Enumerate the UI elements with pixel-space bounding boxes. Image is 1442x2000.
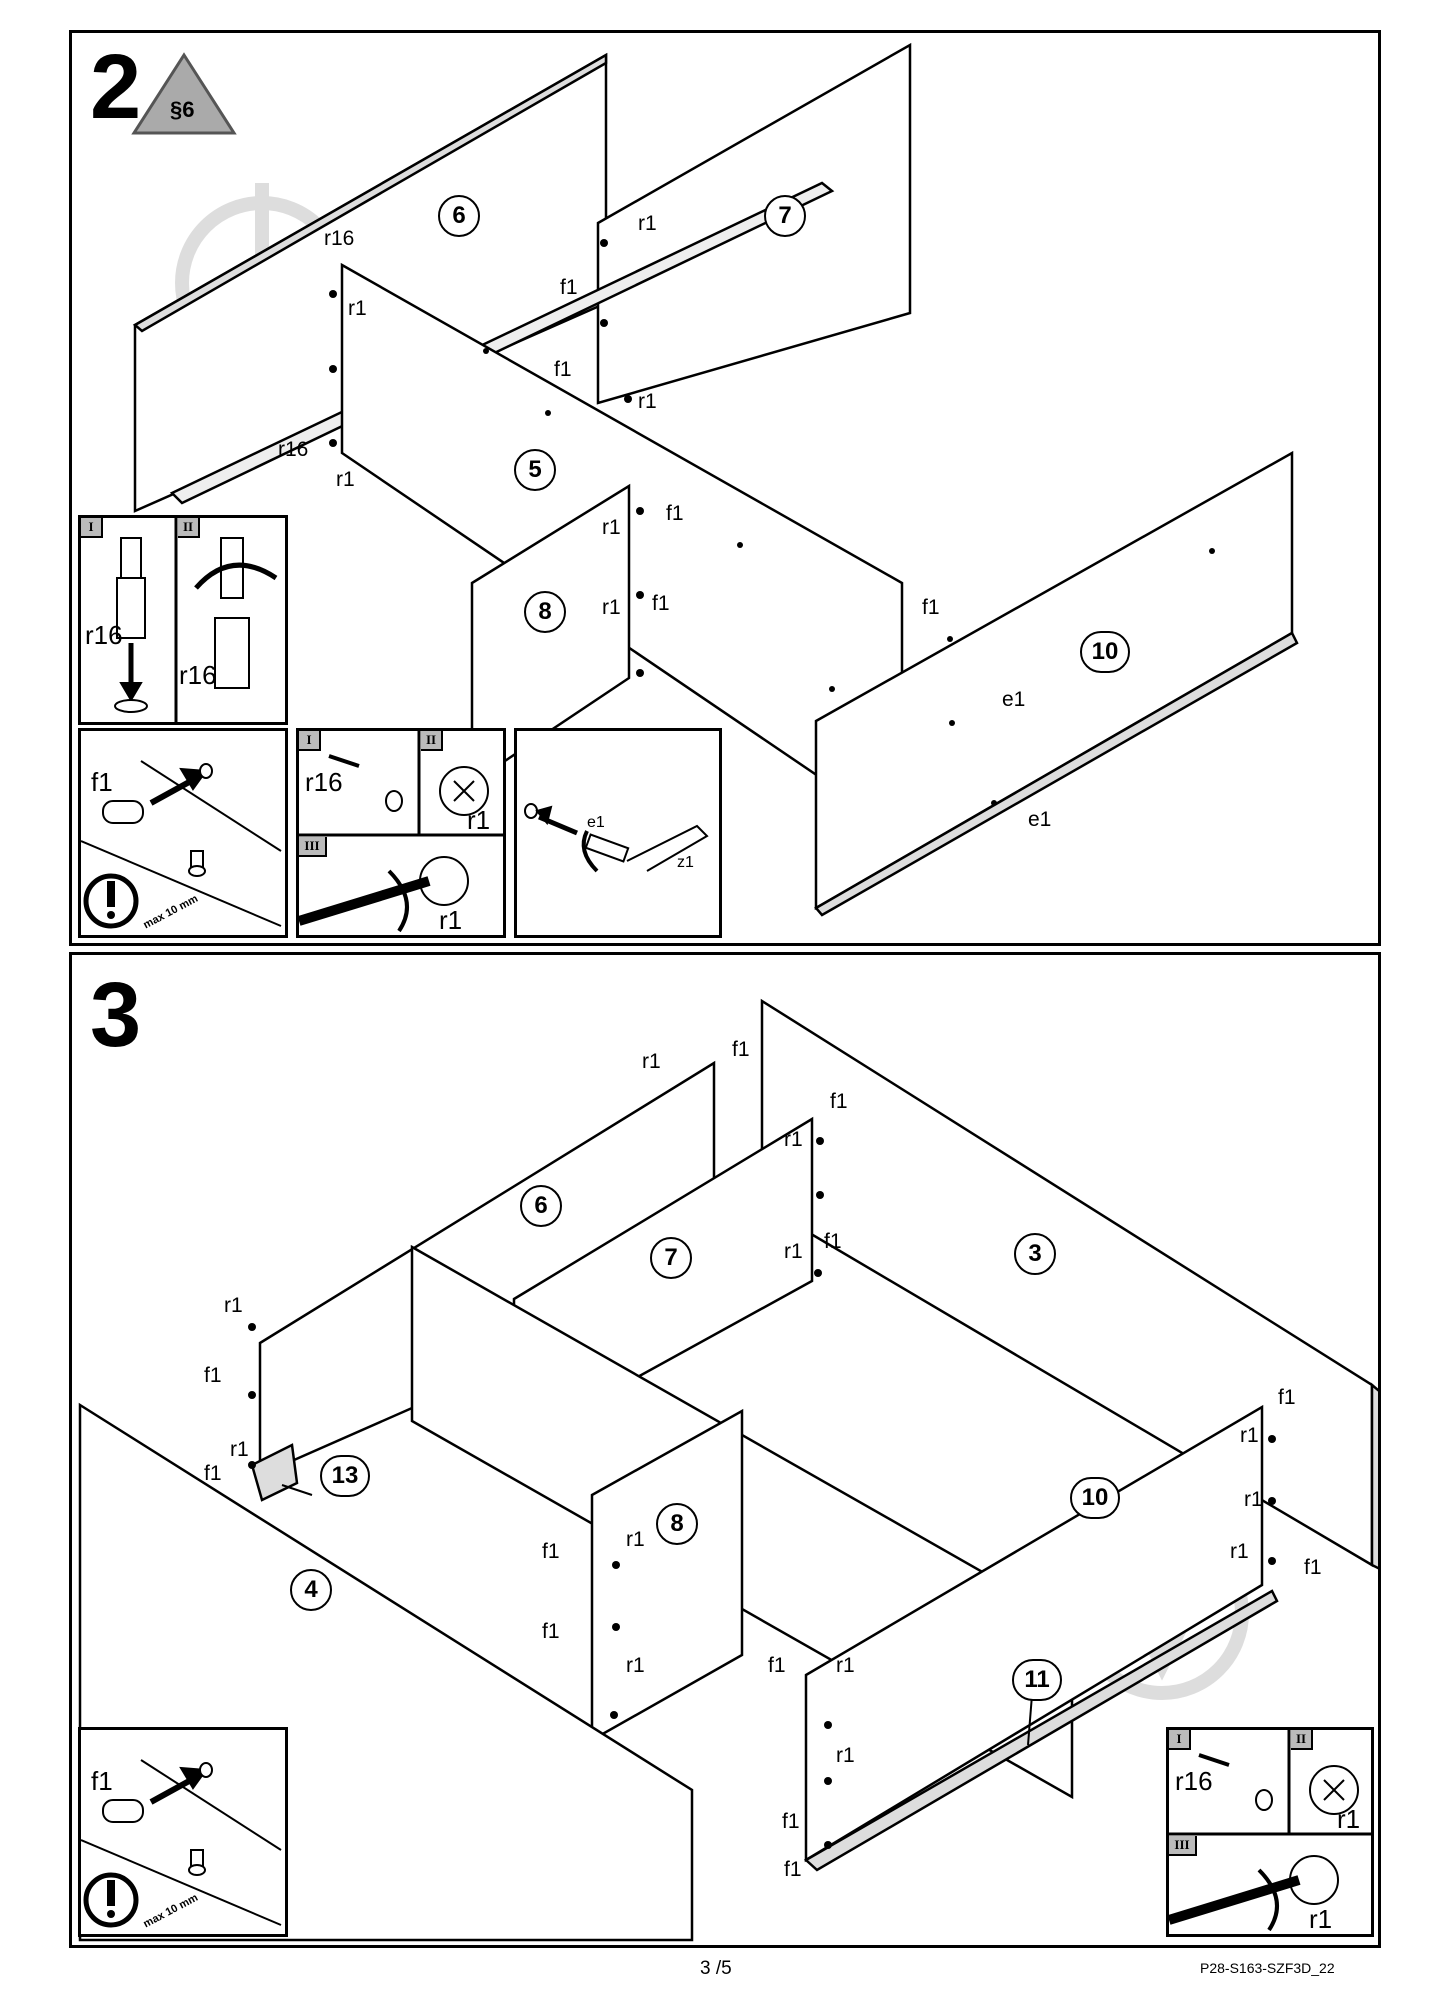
label-e1: e1 <box>587 814 605 831</box>
part-label-11: 11 <box>1012 1659 1062 1701</box>
label-r1: r1 <box>467 805 491 835</box>
step-tag: II <box>1291 1730 1313 1750</box>
part-label-7: 7 <box>764 195 806 237</box>
label-f1: f1 <box>91 1766 113 1796</box>
label-f1: f1 <box>1278 1386 1296 1409</box>
inset-f1-note: f1 max 10 mm <box>78 728 288 938</box>
label-r1: r1 <box>836 1654 855 1677</box>
part-label-8: 8 <box>656 1503 698 1545</box>
label-f1: f1 <box>560 276 578 299</box>
panel-3 <box>760 998 1374 1568</box>
step-tag: I <box>1169 1730 1191 1750</box>
label-e1: e1 <box>1002 688 1026 711</box>
label-f1: f1 <box>824 1230 842 1253</box>
label-r1: r1 <box>626 1654 645 1677</box>
part-label-6: 6 <box>438 195 480 237</box>
warning-badge-text: §6 <box>170 97 195 122</box>
label-r16: r16 <box>278 438 309 461</box>
label-r1: r1 <box>836 1744 855 1767</box>
step-tag: II <box>421 731 443 751</box>
label-r1: r1 <box>638 212 657 235</box>
label-f1: f1 <box>784 1858 802 1881</box>
label-f1: f1 <box>91 767 113 797</box>
label-r1: r1 <box>642 1050 661 1073</box>
exclamation-icon <box>83 873 139 929</box>
label-r1: r1 <box>348 297 367 320</box>
label-r1: r1 <box>784 1240 803 1263</box>
step-tag: III <box>1169 1836 1197 1856</box>
label-r16: r16 <box>305 767 343 797</box>
warning-triangle-icon <box>131 52 237 135</box>
label-r1: r1 <box>784 1128 803 1151</box>
part-label-13: 13 <box>320 1455 370 1497</box>
step-tag: I <box>299 731 321 751</box>
step-tag: II <box>178 518 200 538</box>
part-label-4: 4 <box>290 1569 332 1611</box>
step-3-panel: 3 6 7 3 8 10 4 13 11 r1 f1 f1 r1 r1 f1 r… <box>69 952 1381 1948</box>
page-number: 3 /5 <box>700 1958 732 1979</box>
step-2-panel: 2 §6 6 7 5 8 10 r16 r16 r1 r1 r1 r1 r1 r… <box>69 30 1381 946</box>
panel-8 <box>470 483 631 786</box>
label-f1: f1 <box>204 1364 222 1387</box>
label-f1: f1 <box>204 1462 222 1485</box>
label-f1: f1 <box>1304 1556 1322 1579</box>
label-f1: f1 <box>542 1540 560 1563</box>
part-label-3: 3 <box>1014 1233 1056 1275</box>
inset-r1-fit: I II III r16 r1 r1 <box>296 728 506 938</box>
step-2-drawing <box>131 42 1299 917</box>
label-r1: r1 <box>638 390 657 413</box>
label-r16: r16 <box>324 227 355 250</box>
label-r16: r16 <box>179 660 217 690</box>
label-r1: r1 <box>224 1294 243 1317</box>
part-label-10: 10 <box>1080 631 1130 673</box>
part-label-5: 5 <box>514 449 556 491</box>
inset-r16-steps: I II r16 r16 <box>78 515 288 725</box>
label-f1: f1 <box>922 596 940 619</box>
label-r1: r1 <box>1337 1804 1361 1834</box>
part-label-10: 10 <box>1070 1477 1120 1519</box>
step-number: 2 <box>90 36 142 138</box>
label-f1: f1 <box>768 1654 786 1677</box>
label-r16: r16 <box>85 620 123 650</box>
label-r1: r1 <box>626 1528 645 1551</box>
inset-r1-fit: I II III r16 r1 r1 <box>1166 1727 1374 1937</box>
label-r1: r1 <box>602 596 621 619</box>
label-r16: r16 <box>1175 1766 1213 1796</box>
part-label-8: 8 <box>524 591 566 633</box>
label-r1: r1 <box>1309 1904 1333 1934</box>
inset-e1-fit: e1 z1 <box>514 728 722 938</box>
label-r1: r1 <box>1230 1540 1249 1563</box>
label-r1: r1 <box>439 905 463 935</box>
step-number: 3 <box>90 964 142 1066</box>
label-f1: f1 <box>542 1620 560 1643</box>
label-r1: r1 <box>1240 1424 1259 1447</box>
step-tag: III <box>299 837 327 857</box>
part-label-6: 6 <box>520 1185 562 1227</box>
label-f1: f1 <box>732 1038 750 1061</box>
label-f1: f1 <box>830 1090 848 1113</box>
label-f1: f1 <box>666 502 684 525</box>
step-3-drawing <box>78 998 1378 1942</box>
step-tag: I <box>81 518 103 538</box>
panel-8 <box>590 1408 744 1743</box>
label-e1: e1 <box>1028 808 1052 831</box>
document-code: P28-S163-SZF3D_22 <box>1200 1960 1335 1976</box>
inset-f1-note: f1 max 10 mm <box>78 1727 288 1937</box>
label-f1: f1 <box>782 1810 800 1833</box>
label-r1: r1 <box>230 1438 249 1461</box>
part-label-7: 7 <box>650 1237 692 1279</box>
label-r1: r1 <box>1244 1488 1263 1511</box>
label-f1: f1 <box>652 592 670 615</box>
label-f1: f1 <box>554 358 572 381</box>
label-r1: r1 <box>336 468 355 491</box>
label-z1: z1 <box>677 854 694 871</box>
exclamation-icon <box>83 1872 139 1928</box>
label-r1: r1 <box>602 516 621 539</box>
